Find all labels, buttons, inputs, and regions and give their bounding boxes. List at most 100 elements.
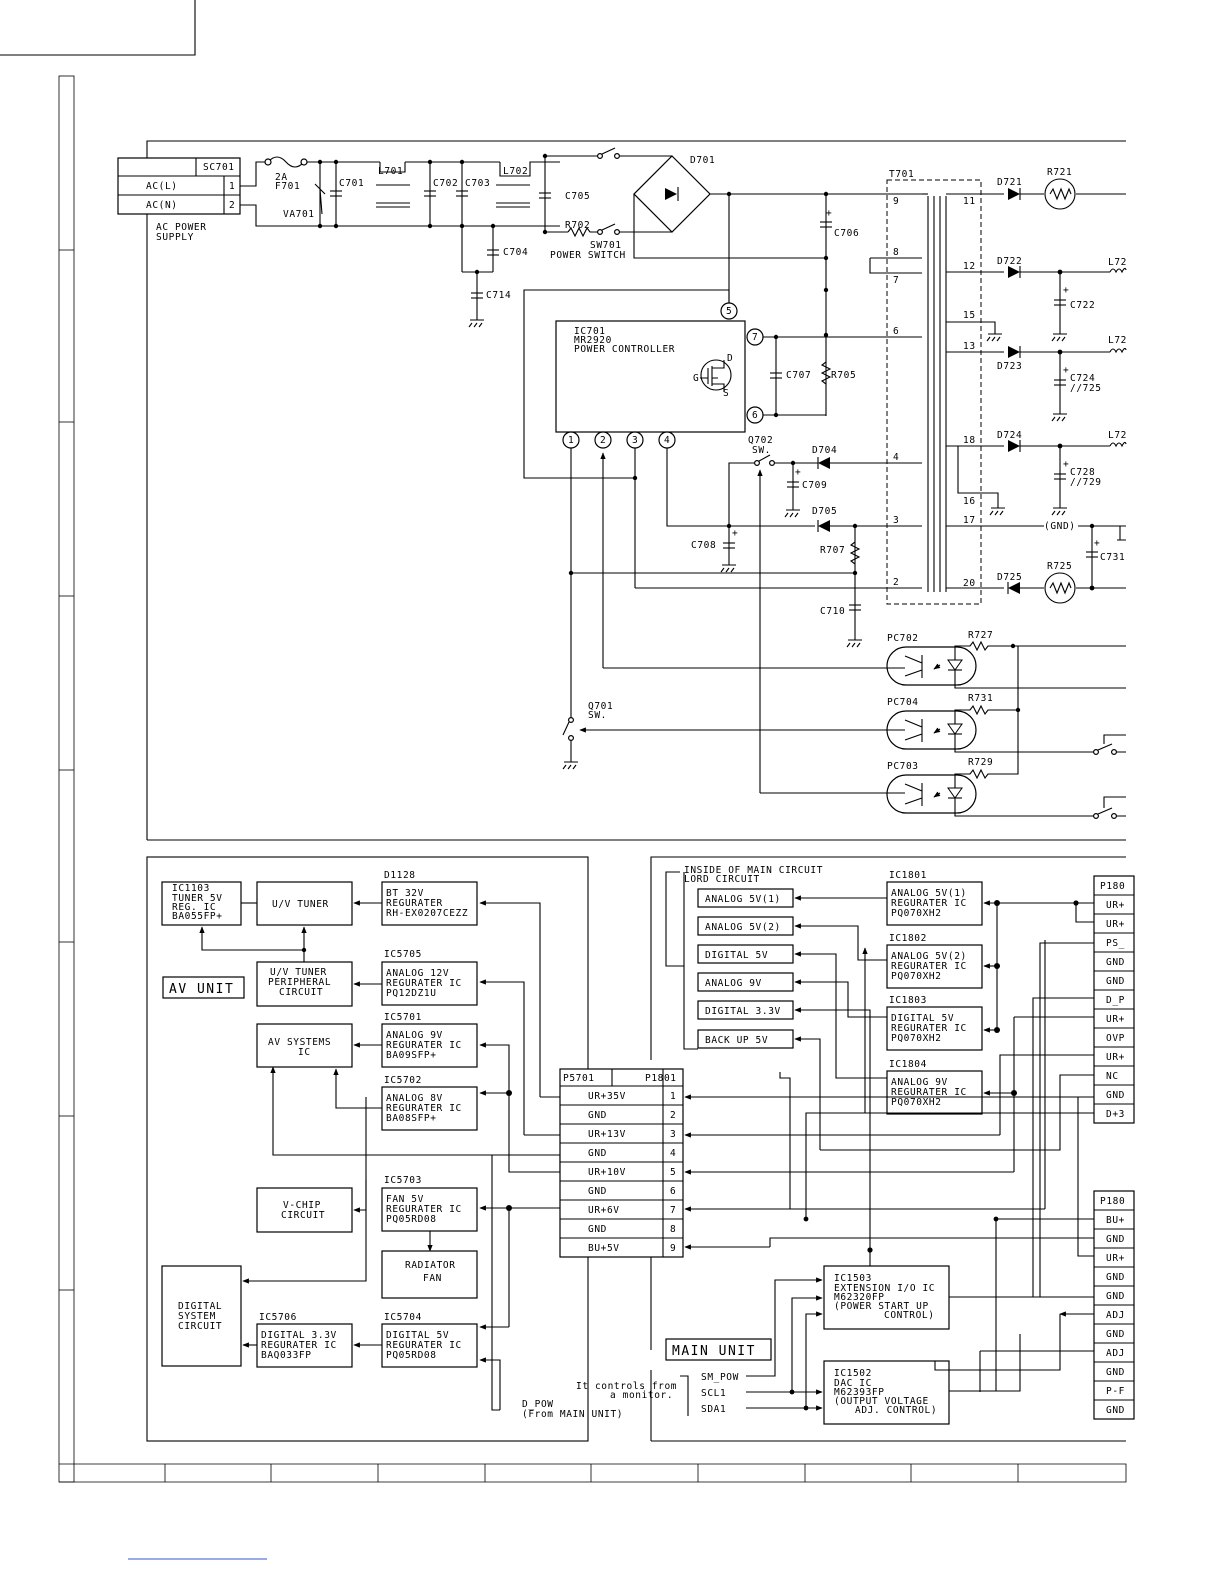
output-label: BACK UP 5V xyxy=(705,1035,768,1046)
block-line: BA055FP+ xyxy=(172,911,223,922)
connector-row-name: GND xyxy=(588,1110,607,1121)
switch-ref: Q701 xyxy=(588,701,613,712)
opto-ref: PC702 xyxy=(887,633,919,644)
fet-drain: D xyxy=(727,353,733,364)
switch-label: POWER SWITCH xyxy=(550,250,626,261)
block-line: FAN 5V xyxy=(386,1194,424,1205)
right-connector-pin: NC xyxy=(1106,1071,1119,1082)
main-unit-label: MAIN UNIT xyxy=(672,1344,756,1359)
pin-3: 3 xyxy=(632,435,638,446)
block-line: AV SYSTEMS xyxy=(268,1037,331,1048)
pin-2: 2 xyxy=(600,435,606,446)
cap-ref: C701 xyxy=(339,178,364,189)
secondary-pin: 12 xyxy=(963,261,976,272)
coil-ref: L72 xyxy=(1108,430,1127,441)
block-line: RH-EX0207CEZZ xyxy=(386,908,468,919)
reg-line: REGURATER IC xyxy=(891,961,967,972)
connector-row-name: GND xyxy=(588,1148,607,1159)
right-connector-box xyxy=(1093,875,1135,1124)
input-filter: 2A F701 VA701 C701 L701 C702 C703 xyxy=(240,147,672,328)
connector-row-pin: 5 xyxy=(670,1167,676,1178)
svg-text:+: + xyxy=(1063,459,1069,470)
block-line: DIGITAL 5V xyxy=(386,1330,449,1341)
diode-ref: D722 xyxy=(997,256,1022,267)
opto-ref: PC704 xyxy=(887,697,919,708)
resistor-ref: R721 xyxy=(1047,167,1072,178)
block-line: ANALOG 12V xyxy=(386,968,449,979)
block-line: PQ05RD08 xyxy=(386,1214,437,1225)
cap-ref: C728 xyxy=(1070,467,1095,478)
note-line: a monitor. xyxy=(610,1390,673,1401)
secondary-pin: 11 xyxy=(963,196,976,207)
block-line: V-CHIP xyxy=(283,1200,321,1211)
block-line: CIRCUIT xyxy=(281,1210,325,1221)
right-connector-pin: D_P xyxy=(1106,995,1125,1006)
right-connector-pin: PS_ xyxy=(1106,938,1125,949)
right-connector-pin: P-F xyxy=(1106,1386,1125,1397)
resistor-ref: R705 xyxy=(831,370,856,381)
connector-row-pin: 9 xyxy=(670,1243,676,1254)
reg-line: ANALOG 5V(1) xyxy=(891,888,967,899)
connector-sc701: SC701 AC(L) 1 AC(N) 2 AC POWER SUPPLY xyxy=(117,157,241,243)
reg-line: PQ070XH2 xyxy=(891,1033,942,1044)
reg-line: REGURATER IC xyxy=(891,1023,967,1034)
block-line: BAQ033FP xyxy=(261,1350,312,1361)
right-connector-pin: GND xyxy=(1106,1291,1125,1302)
cap-ref: C714 xyxy=(486,290,511,301)
block-line: DIGITAL 3.3V xyxy=(261,1330,337,1341)
resistor-ref: R707 xyxy=(820,545,845,556)
right-connector-pin: GND xyxy=(1106,1272,1125,1283)
main-outputs: ANALOG 5V(1)ANALOG 5V(2)DIGITAL 5VANALOG… xyxy=(697,888,794,1049)
primary-pin: 9 xyxy=(893,196,899,207)
d-pow-source: (From MAIN UNIT) xyxy=(522,1409,623,1420)
optocouplers: PC702 R727 PC704 R731 xyxy=(562,630,1126,819)
block-line: REGURATER xyxy=(386,898,443,909)
ic-ref: IC701 xyxy=(574,326,606,337)
ic-line: (POWER START UP xyxy=(834,1301,929,1312)
block-ref: IC5705 xyxy=(384,949,422,960)
signal-label: SDA1 xyxy=(701,1404,726,1415)
right-connector-pin: GND xyxy=(1106,976,1125,987)
connector-row-name: UR+10V xyxy=(588,1167,626,1178)
ic-line: ADJ. CONTROL) xyxy=(855,1405,937,1416)
aux-winding-circuit: Q702 SW. D704 + C709 D705 + C708 xyxy=(571,435,922,793)
coil-ref: L72 xyxy=(1108,257,1127,268)
right-connector-pin: BU+ xyxy=(1106,1215,1125,1226)
diode-ref: D721 xyxy=(997,177,1022,188)
cap-ref: //725 xyxy=(1070,383,1102,394)
cap-ref: C706 xyxy=(834,228,859,239)
secondary-rectifiers: D721 R721 D722 + C722 L72 D723 xyxy=(997,167,1127,604)
right-connector-pin: GND xyxy=(1106,1329,1125,1340)
cap-ref: C722 xyxy=(1070,300,1095,311)
block-ref: D1128 xyxy=(384,870,416,881)
connector-ref: SC701 xyxy=(203,162,235,173)
svg-text:+: + xyxy=(1094,538,1100,549)
bridge-rectifier-d701: D701 xyxy=(633,155,922,303)
coil-ref: L701 xyxy=(378,166,403,177)
block-ref: IC5702 xyxy=(384,1075,422,1086)
ic-ref: IC1502 xyxy=(834,1368,872,1379)
connector-row-pin: 8 xyxy=(670,1224,676,1235)
main-unit-label-box xyxy=(665,1338,772,1361)
connector-row-name: GND xyxy=(588,1186,607,1197)
pin-number: 2 xyxy=(229,200,235,211)
right-connector-pin: GND xyxy=(1106,1090,1125,1101)
block-line: SYSTEM xyxy=(178,1311,216,1322)
svg-text:+: + xyxy=(795,467,801,478)
ic-line: DAC IC xyxy=(834,1378,872,1389)
right-connector-pin: D+3 xyxy=(1106,1109,1125,1120)
ic-line: M62393FP xyxy=(834,1387,885,1398)
diode-ref: D723 xyxy=(997,361,1022,372)
cap-ref: C703 xyxy=(465,178,490,189)
block-line: REGURATER IC xyxy=(386,1103,462,1114)
connector-row-pin: 7 xyxy=(670,1205,676,1216)
varistor-ref: VA701 xyxy=(283,209,315,220)
pin-number: 1 xyxy=(229,181,235,192)
output-label: ANALOG 5V(2) xyxy=(705,922,781,933)
cap-ref: C724 xyxy=(1070,373,1095,384)
right-connector-pin: ADJ xyxy=(1106,1310,1125,1321)
cap-ref: C707 xyxy=(786,370,811,381)
fet-source: S xyxy=(723,388,729,399)
ic1502: IC1502 DAC IC M62393FP (OUTPUT VOLTAGE A… xyxy=(823,1311,1127,1425)
